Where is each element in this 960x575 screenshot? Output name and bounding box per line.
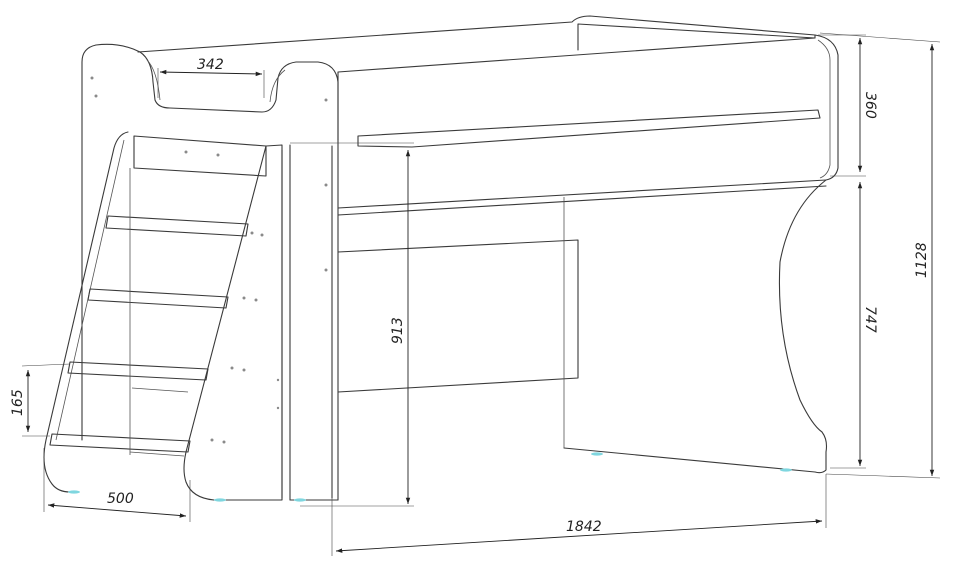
rear-top-rail (137, 15, 816, 53)
drawer-panel (337, 239, 579, 393)
dim-500: 500 (107, 491, 134, 507)
dim-913: 913 (390, 317, 406, 344)
left-head-panel-outer (81, 44, 97, 441)
dim-1128: 1128 (914, 242, 930, 278)
dim-360: 360 (862, 92, 878, 119)
right-end-panel (778, 34, 839, 474)
desk-shelf (357, 109, 821, 148)
ladder-steps (49, 215, 249, 457)
dim-342: 342 (197, 57, 224, 73)
screw-holes (90, 76, 328, 444)
left-head-panel (95, 43, 339, 141)
ladder-back-panel (133, 135, 267, 177)
dim-747: 747 (862, 306, 878, 333)
foot-pads (68, 452, 792, 502)
dim-1842: 1842 (566, 519, 602, 535)
dim-165: 165 (10, 389, 26, 416)
dimension-lines (21, 32, 941, 556)
bed-frame (43, 15, 839, 502)
front-guard-board (337, 37, 816, 141)
ladder-stringer-front (183, 144, 283, 501)
